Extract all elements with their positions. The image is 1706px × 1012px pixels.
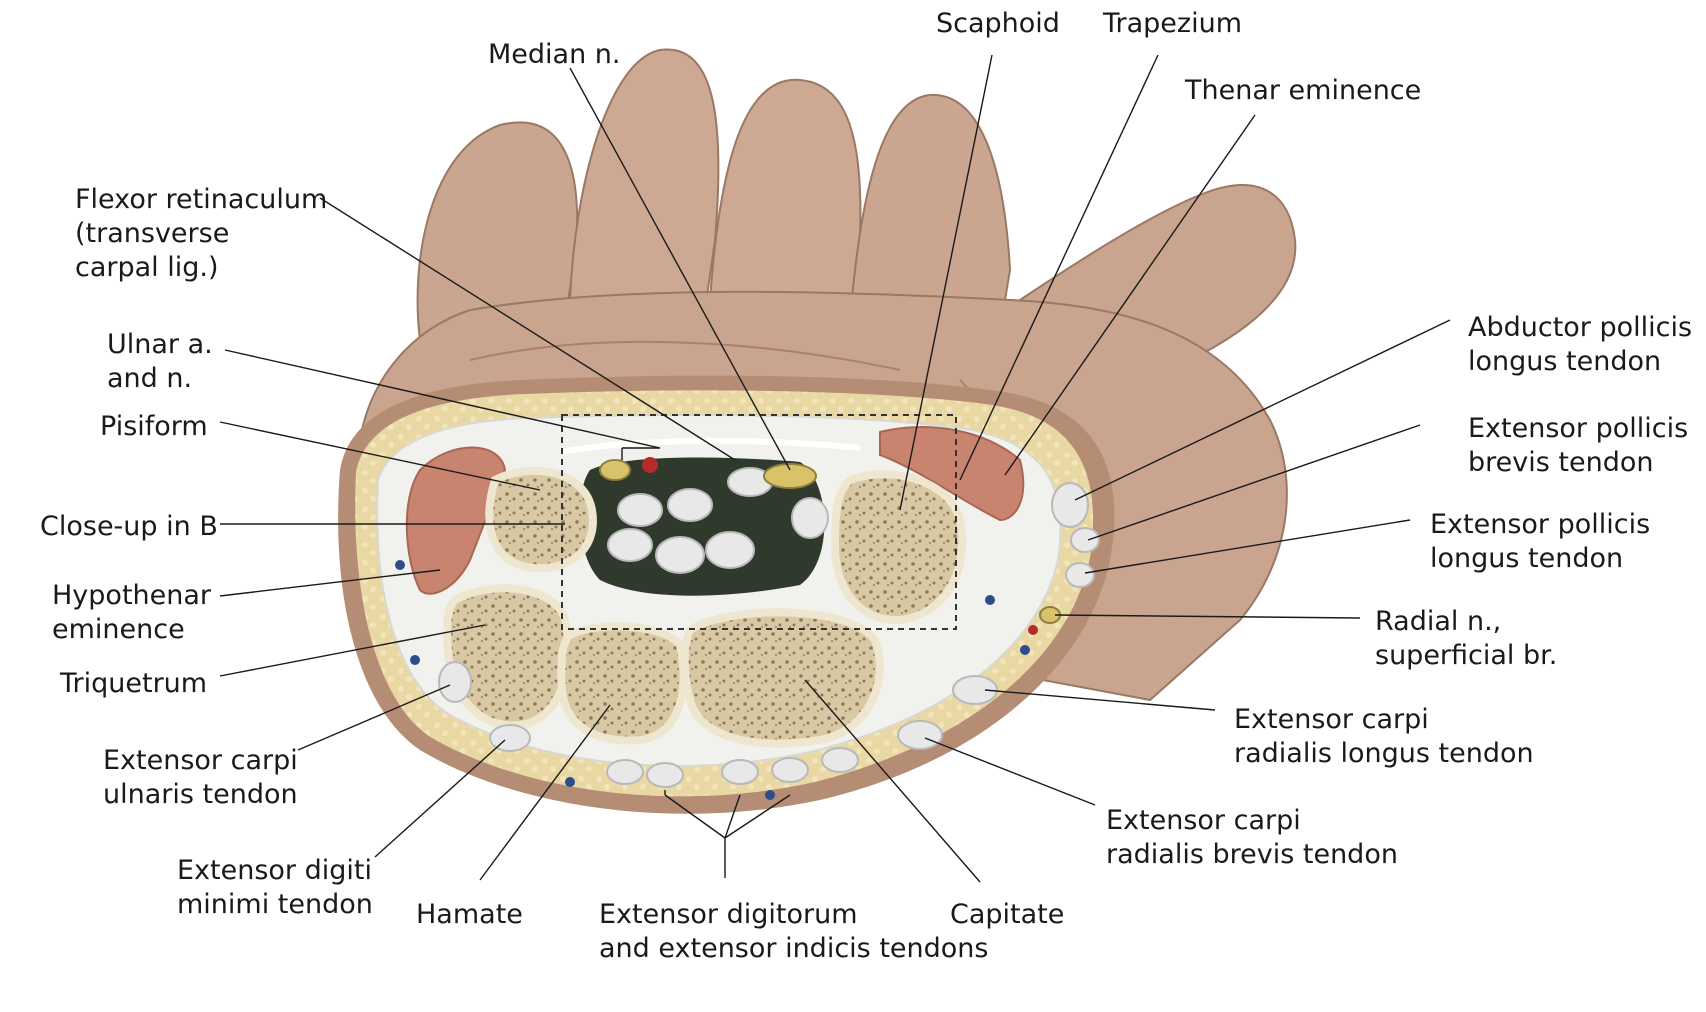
label-trapezium: Trapezium	[1102, 8, 1242, 39]
label-hamate: Hamate	[416, 899, 523, 930]
label-median-n: Median n.	[488, 39, 620, 70]
label-radial-n: Radial n., superficial br.	[1375, 606, 1557, 671]
vein-6	[565, 777, 575, 787]
capitate-bone	[680, 608, 884, 748]
vein-1	[395, 560, 405, 570]
label-thenar-eminence: Thenar eminence	[1184, 75, 1421, 106]
ring-finger	[568, 48, 720, 312]
close-up-box	[561, 414, 957, 630]
label-ulnar-a-n: Ulnar a. and n.	[107, 329, 221, 394]
triquetrum-bone	[443, 584, 572, 730]
carpal-bones	[443, 466, 967, 748]
thenar-muscle	[879, 426, 1025, 522]
label-close-up: Close-up in B	[40, 511, 218, 542]
label-apl: Abductor pollicis longus tendon	[1468, 312, 1701, 377]
vein-2	[410, 655, 420, 665]
leader-lines	[219, 54, 1451, 883]
label-ecrb: Extensor carpi radialis brevis tendon	[1106, 805, 1398, 870]
vein-5	[765, 790, 775, 800]
label-ecu: Extensor carpi ulnaris tendon	[103, 745, 306, 810]
label-triquetrum: Triquetrum	[59, 668, 207, 699]
vein-4	[1020, 645, 1030, 655]
labels: Median n. Scaphoid Trapezium Thenar emin…	[40, 8, 1701, 964]
extensor-tendons	[438, 482, 1100, 788]
label-capitate: Capitate	[950, 899, 1064, 930]
pisiform-bone	[485, 466, 597, 573]
label-epl: Extensor pollicis longus tendon	[1430, 509, 1659, 574]
little-finger	[416, 121, 579, 347]
palm-crease	[469, 340, 901, 371]
scaphoid-bone	[830, 470, 967, 625]
label-ed-ei: Extensor digitorum and extensor indicis …	[599, 899, 988, 964]
hypothenar-muscle	[405, 446, 507, 595]
flexor-tendons	[607, 467, 829, 574]
label-scaphoid: Scaphoid	[936, 8, 1060, 39]
median-nerve	[763, 463, 817, 489]
artery-1	[1028, 625, 1038, 635]
vein-3	[985, 595, 995, 605]
label-pisiform: Pisiform	[100, 411, 208, 442]
label-flexor-retinaculum: Flexor retinaculum (transverse carpal li…	[75, 184, 336, 283]
label-hypothenar: Hypothenar eminence	[52, 580, 220, 645]
label-edm: Extensor digiti minimi tendon	[177, 855, 381, 920]
index-finger	[848, 93, 1012, 332]
wrist-section	[338, 375, 1115, 814]
ulnar-nerve	[599, 459, 631, 481]
label-ecrl: Extensor carpi radialis longus tendon	[1234, 704, 1534, 769]
hamate-bone	[557, 622, 688, 745]
label-epb: Extensor pollicis brevis tendon	[1468, 413, 1697, 478]
flexor-retinaculum-band	[559, 437, 861, 455]
ulnar-artery	[642, 457, 658, 473]
middle-finger	[708, 78, 862, 322]
